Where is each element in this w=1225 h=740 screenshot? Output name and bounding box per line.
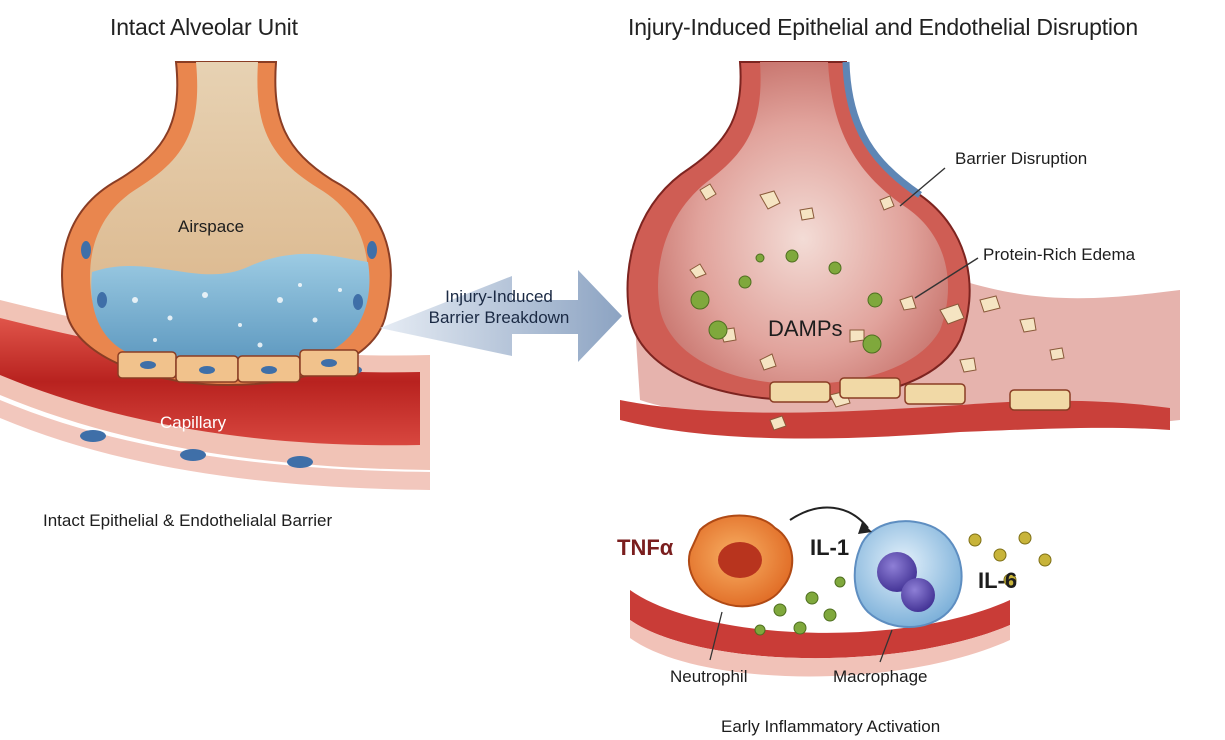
capillary-label: Capillary [160, 414, 226, 431]
arrow-label-line1: Injury-Induced [404, 286, 594, 307]
il1-label: IL-1 [810, 537, 849, 559]
arrow-label: Injury-Induced Barrier Breakdown [404, 286, 594, 329]
airspace-label: Airspace [178, 218, 244, 235]
left-caption: Intact Epithelial & Endothelialal Barrie… [43, 512, 332, 529]
inflammation-caption: Early Inflammatory Activation [721, 718, 940, 735]
right-alveolus [628, 62, 970, 400]
tnf-label: TNFα [617, 537, 673, 559]
barrier-disruption-label: Barrier Disruption [955, 150, 1087, 167]
edema-label: Protein-Rich Edema [983, 246, 1135, 263]
cytokine-arrow [790, 508, 868, 528]
right-title: Injury-Induced Epithelial and Endothelia… [628, 16, 1138, 39]
left-title: Intact Alveolar Unit [110, 16, 298, 39]
damps-label: DAMPs [768, 318, 843, 340]
macrophage-label: Macrophage [833, 668, 928, 685]
neutrophil-cell [689, 516, 792, 607]
il6-label: IL-6 [978, 570, 1017, 592]
arrow-label-line2: Barrier Breakdown [404, 307, 594, 328]
neutrophil-label: Neutrophil [670, 668, 748, 685]
macrophage-cell [855, 521, 962, 627]
